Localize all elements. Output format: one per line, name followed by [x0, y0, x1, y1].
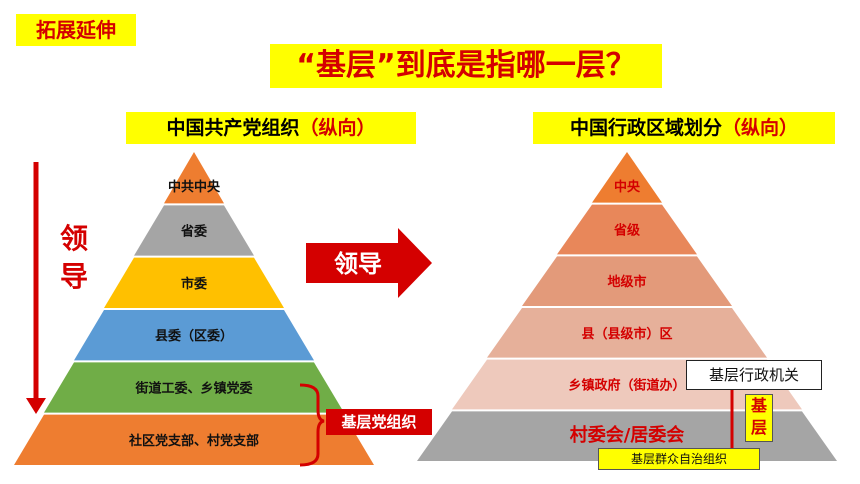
lead-right-arrow — [306, 228, 432, 298]
grassroots-vertical-tag: 基层 — [745, 394, 773, 442]
right-pyr-level-label-3: 县（县级市）区 — [581, 326, 672, 342]
left-pyr-level-label-4: 街道工委、乡镇党委 — [134, 381, 252, 397]
lead-arrow-head — [26, 398, 46, 414]
right-pyr-level-0 — [592, 152, 662, 203]
left-pyr-level-label-5: 社区党支部、村党支部 — [128, 433, 259, 449]
lead-vertical-text: 领导 — [59, 222, 88, 293]
right-pyr-level-3 — [487, 308, 767, 358]
right-pyr-level-label-0: 中央 — [614, 179, 641, 195]
lead-right-arrow-label: 领导 — [334, 250, 382, 278]
right-pyr-level-2 — [522, 256, 732, 306]
left-subtitle-text: （纵向） — [299, 117, 376, 139]
grassroots-bracket — [299, 383, 325, 467]
right-title-text: 中国行政区域划分 — [569, 117, 722, 139]
right-pyr-level-1 — [557, 204, 697, 255]
right-subtitle-text: （纵向） — [722, 117, 799, 139]
left-pyr-level-1 — [134, 205, 254, 256]
left-pyr-level-label-3: 县委（区委） — [155, 328, 233, 344]
left-section-title: 中国共产党组织（纵向） — [126, 112, 416, 144]
right-pyr-level-label-5: 村委会/居委会 — [570, 424, 685, 446]
left-title-text: 中国共产党组织 — [166, 117, 300, 139]
left-pyr-level-label-2: 市委 — [181, 276, 207, 292]
left-pyr-level-label-0: 中共中央 — [168, 179, 221, 195]
main-title: “基层”到底是指哪一层？ — [270, 44, 662, 88]
grassroots-party-label: 基层党组织 — [326, 409, 432, 435]
extension-tag: 拓展延伸 — [16, 14, 136, 46]
right-section-title: 中国行政区域划分（纵向） — [533, 112, 835, 144]
admin-organ-label: 基层行政机关 — [686, 360, 822, 390]
right-pyr-level-label-4: 乡镇政府（街道办） — [568, 378, 685, 394]
left-pyr-level-0 — [164, 152, 224, 204]
left-pyr-level-2 — [104, 257, 284, 308]
left-pyr-level-5 — [14, 414, 374, 465]
left-pyr-level-label-1: 省委 — [180, 224, 207, 240]
right-pyr-level-label-2: 地级市 — [607, 274, 646, 290]
left-pyr-level-3 — [74, 310, 314, 361]
left-pyr-level-4 — [44, 362, 344, 413]
right-pyr-level-label-1: 省级 — [613, 223, 641, 239]
autonomy-label: 基层群众自治组织 — [598, 448, 760, 470]
